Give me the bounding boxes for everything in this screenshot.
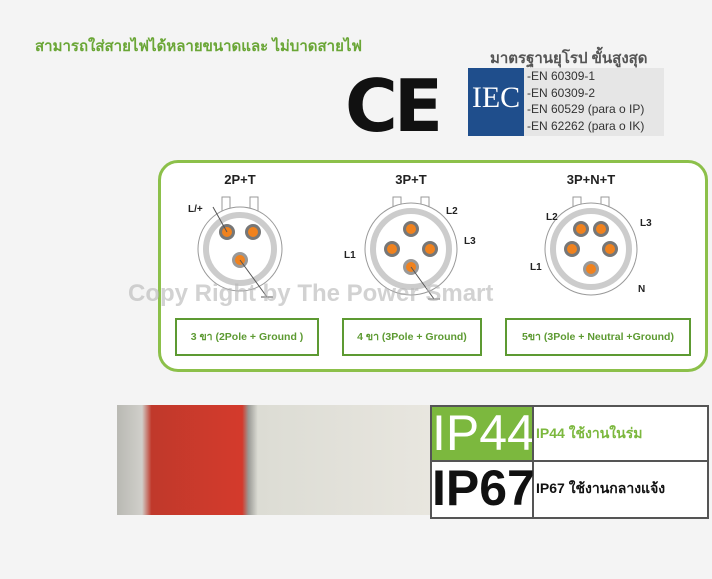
standard-item: -EN 62262 (para o IK) <box>527 118 645 133</box>
pin-label: L1 <box>344 250 356 261</box>
ip44-badge: IP44 <box>432 405 535 461</box>
pin-label: L2 <box>446 206 458 217</box>
socket-diagram-icon <box>364 196 458 300</box>
pin-label: L/+ <box>188 204 203 215</box>
socket-label-box: 4 ขา (3Pole + Ground) <box>342 318 482 356</box>
socket-diagram-icon <box>544 196 638 296</box>
socket-3p-n-t: 3P+N+T <box>516 172 666 312</box>
socket-title: 3P+N+T <box>566 172 616 187</box>
socket-diagram-icon <box>197 196 283 298</box>
ce-mark-logo: CE <box>345 64 443 148</box>
ip67-description: IP67 ใช้งานกลางแจ้ง <box>536 480 666 496</box>
socket-title: 2P+T <box>224 172 256 187</box>
standard-item: -EN 60309-2 <box>527 85 596 100</box>
headline: สามารถใส่สายไฟได้หลายขนาดและ ไม่บาดสายไฟ <box>35 38 363 55</box>
pin-label: N <box>638 284 646 295</box>
pin-label: L2 <box>546 212 558 223</box>
socket-2p-t: 2P+T <box>165 172 315 312</box>
standards-title: มาตรฐานยุโรป ขั้นสูงสุด <box>490 50 648 67</box>
distribution-box-photo <box>117 405 430 515</box>
pin-label: L1 <box>530 262 542 273</box>
pin-label: L3 <box>640 218 652 229</box>
socket-title: 3P+T <box>395 172 427 187</box>
watermark: Copy Right by The Power Smart <box>128 280 494 307</box>
ip-rating-table: IP44 IP44 ใช้งานในร่ม IP67 IP67 ใช้งานกล… <box>430 405 709 519</box>
ip44-description: IP44 ใช้งานในร่ม <box>536 425 643 441</box>
socket-label-box: 3 ขา (2Pole + Ground ) <box>175 318 319 356</box>
socket-3p-t: 3P+T <box>336 172 486 312</box>
pin-label: L3 <box>464 236 476 247</box>
standard-item: -EN 60309-1 <box>527 69 596 83</box>
standards-list: -EN 60309-1 -EN 60309-2 -EN 60529 (para … <box>527 68 644 134</box>
ip67-badge: IP67 <box>432 460 535 516</box>
standard-item: -EN 60529 (para o IP) <box>527 102 645 116</box>
socket-label-box: 5ขา (3Pole + Neutral +Ground) <box>505 318 691 356</box>
iec-logo: IEC <box>468 68 524 136</box>
